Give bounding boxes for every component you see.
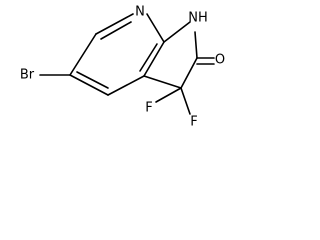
bond-c7a-c3a [143,41,165,77]
bond-c3-f1 [155,87,182,103]
molecule-structure-canvas: N NH O Br F F [0,0,228,132]
bond-c7a-n1 [163,21,191,43]
bond-double-c7a-c3a-inner [139,43,158,72]
atom-nh-label: NH [188,11,208,26]
bond-double-c6-n7-inner [100,21,132,40]
atom-n-pyridine-label: N [135,5,145,20]
bond-n1-c2 [194,31,198,59]
chemical-structure-diagram: N NH O Br F F [20,5,225,130]
bond-c2-c3 [180,57,198,89]
atom-br-label: Br [20,68,35,83]
atom-f1-label: F [145,101,152,116]
bond-c3-c3a [143,75,182,89]
bond-c4-c5 [69,74,109,96]
bond-double-c4-c5-inner [76,71,109,89]
bond-c5-c6 [69,33,97,76]
atom-o-label: O [215,53,225,68]
bond-c6-n7 [95,13,134,35]
bond-c3-f2 [180,87,191,115]
bond-n7-c7a [146,13,165,43]
atom-f2-label: F [190,115,197,130]
bond-c3a-c4 [107,75,145,96]
